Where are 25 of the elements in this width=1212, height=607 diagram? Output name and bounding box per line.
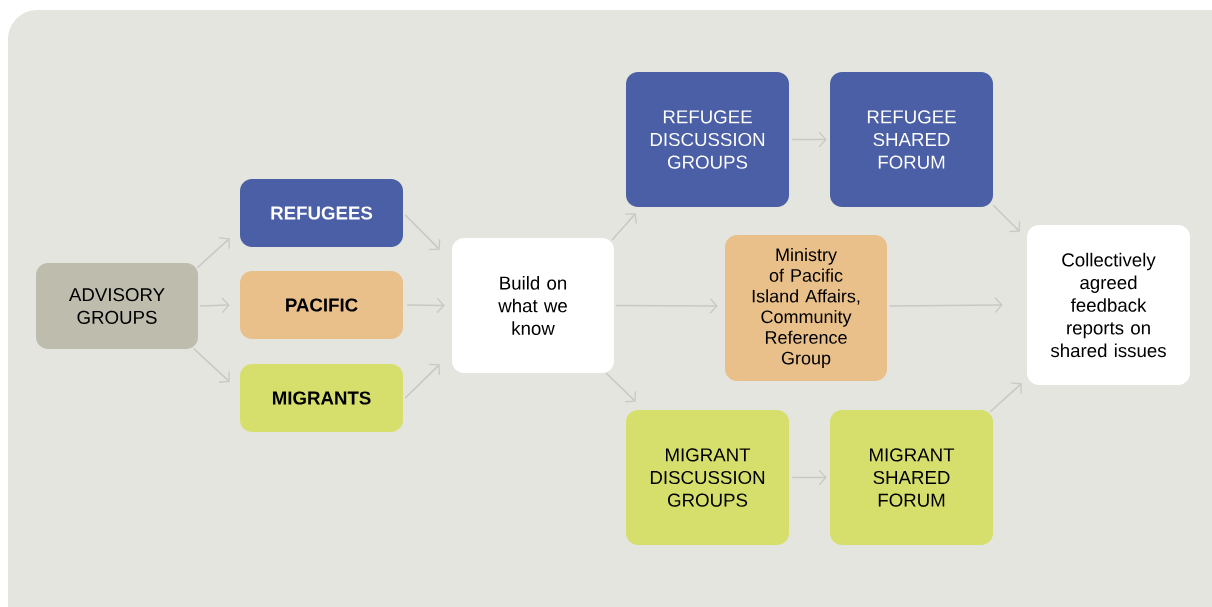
arrow [406, 297, 445, 314]
arrow [992, 204, 1021, 233]
result-box: Collectively agreed feedback reports on shared issues [1027, 225, 1190, 385]
process-box: REFUGEE SHARED FORUM [830, 72, 993, 207]
arrow [196, 237, 230, 269]
arrow [605, 372, 637, 403]
process-box: Ministry of Pacific Island Affairs, Community Reference Group [725, 235, 887, 381]
arrow [791, 131, 827, 148]
arrow [791, 469, 827, 486]
arrow [989, 382, 1022, 413]
category-box: REFUGEES [240, 179, 403, 247]
arrow [888, 297, 1003, 314]
process-box: MIGRANT DISCUSSION GROUPS [626, 410, 789, 545]
arrow [192, 347, 230, 383]
process-box: Build on what we know [452, 238, 614, 373]
process-box: REFUGEE DISCUSSION GROUPS [626, 72, 789, 207]
arrow [404, 363, 441, 399]
category-box: MIGRANTS [240, 364, 403, 432]
category-box: PACIFIC [240, 271, 403, 339]
arrow [611, 213, 637, 241]
process-box: MIGRANT SHARED FORUM [830, 410, 993, 545]
arrow [615, 297, 718, 314]
group-box: ADVISORY GROUPS [36, 263, 198, 349]
arrow [404, 214, 441, 251]
arrow [199, 297, 230, 314]
